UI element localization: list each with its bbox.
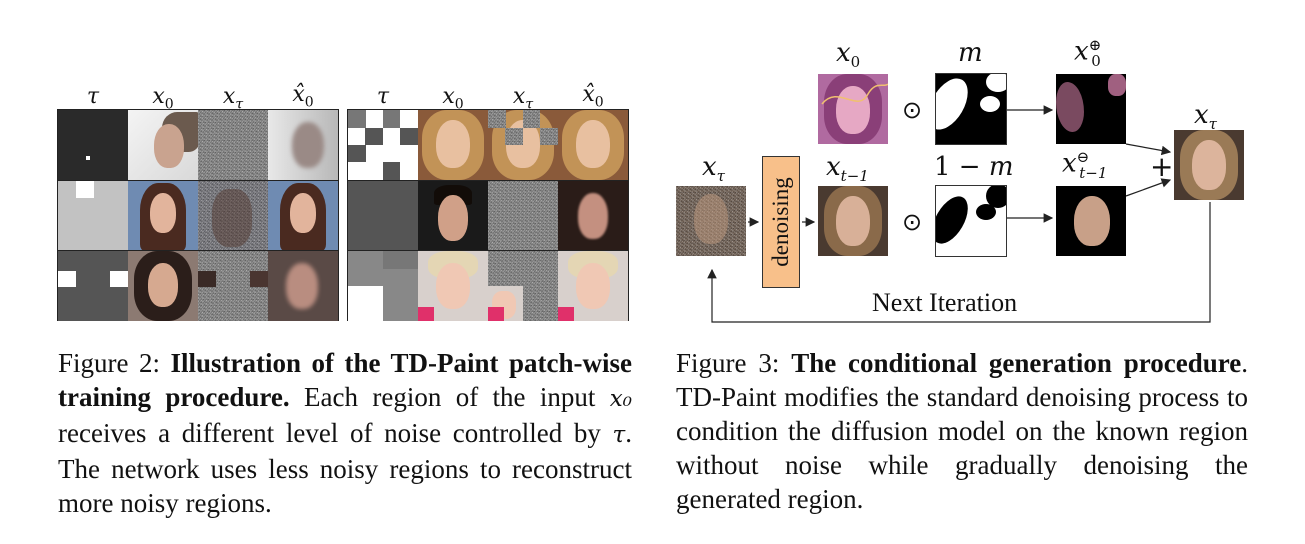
header-x0-left: x0 [152,84,174,113]
header-tau-right: τ [376,84,390,109]
x-t-minus-1-image [818,186,888,256]
caption-var: x₀ [609,386,632,412]
label-xt1-minus: x⊖t−1 [1062,148,1108,182]
noisy-image [198,250,268,321]
mask-m [935,73,1007,145]
label-m: m [958,38,983,68]
reconstruction [268,250,338,321]
tau-mask [58,180,128,251]
tau-mask [348,110,418,180]
arrow-merge-bottom [1125,178,1172,197]
reconstruction [558,110,628,180]
noisy-image [488,110,558,180]
caption-text: receives a different level of noise cont… [58,418,613,448]
reconstruction [558,180,628,251]
label-x0: x0 [836,38,861,72]
grid-left [57,109,339,321]
noisy-image [198,180,268,251]
caption-tau: τ [612,422,626,448]
header-tau-left: τ [86,84,100,109]
label-x-t-minus-1: xt−1 [826,152,869,186]
caption-prefix: Figure 3: [676,348,792,378]
xtau-output-image [1174,130,1244,200]
tau-mask [348,180,418,251]
tau-mask [348,250,418,321]
caption-text: . TD-Paint modifies the standard denoisi… [676,348,1248,514]
noisy-image [488,250,558,321]
label-x0-plus: x⊕0 [1074,36,1102,70]
header-xtau-left: xτ [222,84,244,113]
loop-arrow [707,202,1211,323]
label-one-minus-m: 1 − m [934,152,1014,182]
caption-prefix: Figure 2: [58,348,171,378]
next-iteration-label: Next Iteration [872,288,1018,317]
arrow-merge-top [1125,143,1172,156]
header-x0hat-left: x̂0 [292,82,314,111]
caption-bold: The conditional generation procedure [791,348,1242,378]
reconstruction [558,250,628,321]
caption-bold: Illustration of the TD-Paint patch-wise … [58,348,632,412]
plus-symbol: + [1150,150,1174,183]
face-image [128,180,198,251]
header-x0hat-right: x̂0 [582,82,604,111]
header-x0-right: x0 [442,84,464,113]
denoising-block: denoising [762,156,800,288]
noisy-image [488,180,558,251]
mask-one-minus-m [935,185,1007,257]
caption-text: . The network uses less noisy regions to… [58,418,632,518]
x0-plus-image [1056,74,1126,144]
face-image [418,110,488,180]
tau-mask [58,250,128,321]
figure-2-caption: Figure 2: Illustration of the TD-Paint p… [58,346,632,520]
x0-image [818,74,888,144]
odot-symbol: ⊙ [902,96,923,124]
xtau-input-image [676,186,746,256]
denoising-label: denoising [768,177,793,267]
reconstruction [268,110,338,180]
face-image [128,250,198,321]
label-xtau-out: xτ [1194,100,1217,134]
header-xtau-right: xτ [512,84,534,113]
face-image [418,250,488,321]
tau-mask [58,110,128,180]
label-xtau-in: xτ [702,152,725,186]
face-image [128,110,198,180]
xt1-minus-image [1056,186,1126,256]
grid-right [347,109,629,321]
figure-3-caption: Figure 3: The conditional generation pro… [676,346,1248,516]
noisy-image [198,110,268,180]
face-image [418,180,488,251]
caption-text: Each region of the input [289,382,610,412]
reconstruction [268,180,338,251]
odot-symbol: ⊙ [902,208,923,236]
